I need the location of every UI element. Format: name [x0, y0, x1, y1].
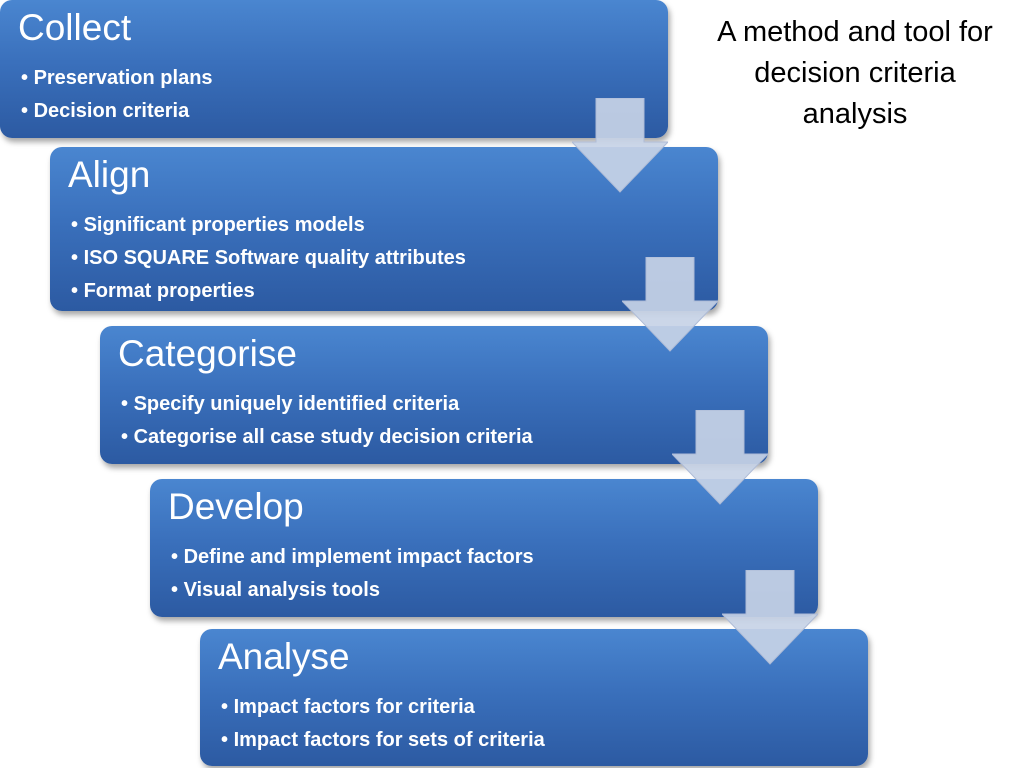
- step-items: Significant properties models ISO SQUARE…: [68, 209, 700, 308]
- step-title: Align: [68, 154, 151, 195]
- step-title: Analyse: [218, 636, 350, 677]
- step-title: Categorise: [118, 333, 297, 374]
- down-arrow-icon: [572, 98, 668, 193]
- step-items: Impact factors for criteria Impact facto…: [218, 691, 850, 757]
- list-item: Categorise all case study decision crite…: [118, 421, 750, 454]
- list-item: Decision criteria: [18, 95, 650, 128]
- step-title: Collect: [18, 7, 132, 48]
- list-item: Impact factors for sets of criteria: [218, 724, 850, 757]
- step-title: Develop: [168, 486, 304, 527]
- list-item: Format properties: [68, 275, 700, 308]
- list-item: Visual analysis tools: [168, 574, 800, 607]
- step-analyse: Analyse Impact factors for criteria Impa…: [200, 629, 868, 766]
- step-items: Preservation plans Decision criteria: [18, 62, 650, 128]
- step-develop: Develop Define and implement impact fact…: [150, 479, 818, 617]
- list-item: Specify uniquely identified criteria: [118, 388, 750, 421]
- list-item: Define and implement impact factors: [168, 541, 800, 574]
- step-collect: Collect Preservation plans Decision crit…: [0, 0, 668, 138]
- step-categorise: Categorise Specify uniquely identified c…: [100, 326, 768, 464]
- diagram-caption: A method and tool for decision criteria …: [717, 16, 993, 130]
- list-item: Impact factors for criteria: [218, 691, 850, 724]
- down-arrow-icon: [622, 257, 718, 352]
- step-items: Define and implement impact factors Visu…: [168, 541, 800, 607]
- list-item: Preservation plans: [18, 62, 650, 95]
- list-item: ISO SQUARE Software quality attributes: [68, 242, 700, 275]
- list-item: Significant properties models: [68, 209, 700, 242]
- step-items: Specify uniquely identified criteria Cat…: [118, 388, 750, 454]
- down-arrow-icon: [722, 570, 818, 665]
- down-arrow-icon: [672, 410, 768, 505]
